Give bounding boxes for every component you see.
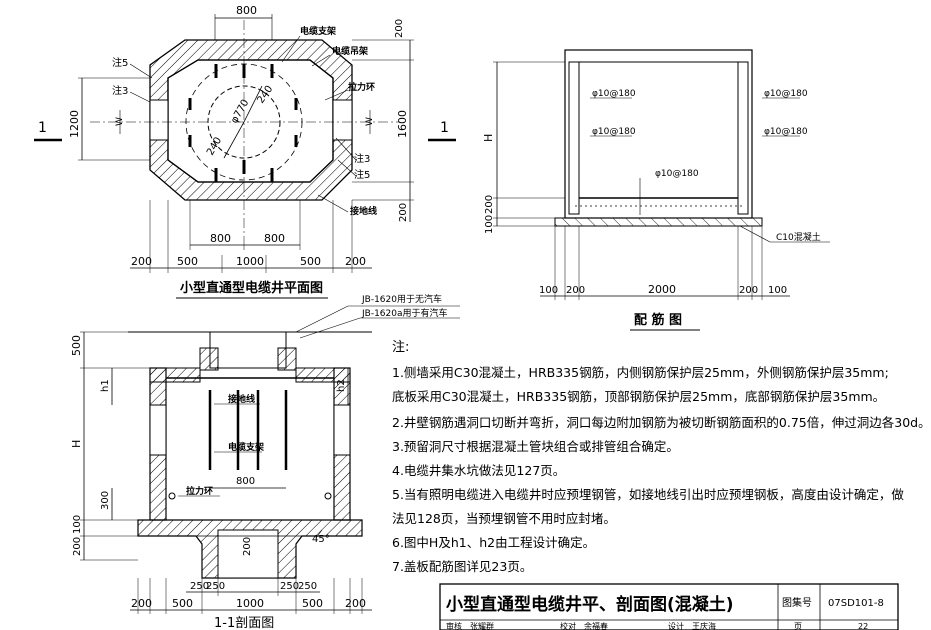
tb-design-label: 设计 [668,621,684,630]
section-dim-bottom-4: 500 [302,597,323,610]
plan-label-note3a: 注3 [112,84,128,97]
plan-label-note3b: 注3 [354,152,370,165]
note-6: 6.图中H及h1、h2由工程设计确定。 [392,535,596,550]
tb-page-label: 页 [794,622,802,630]
tb-designer: 王庆海 [692,621,716,630]
plan-label-pull-ring: 拉力环 [348,81,375,93]
plan-dim-bottom-1: 200 [131,255,152,268]
title-block-title: 小型直通型电缆井平、剖面图(混凝土) [446,594,734,615]
rebar-dim-bottom-4: 200 [739,285,758,296]
section-cover-b: JB-1620a用于有汽车 [361,307,448,319]
rebar-bar-3: φ10@180 [592,127,636,137]
rebar-bar-5: φ10@180 [655,169,699,179]
section-dim-250-4: 250 [298,581,317,592]
rebar-dim-100: 100 [484,215,495,234]
title-block-atlas-no: 07SD101-8 [828,598,884,609]
rebar-dim-bottom-5: 100 [768,285,787,296]
notes-heading: 注: [392,340,410,355]
plan-dim-right-200: 200 [398,203,409,222]
tb-reviewer: 张耀群 [470,621,494,630]
note-7: 7.盖板配筋图详见23页。 [392,559,533,574]
rebar-view [493,49,830,300]
section-dim-800: 800 [236,476,255,487]
section-dim-200: 200 [72,537,83,556]
note-1b: 底板采用C30混凝土，HRB335钢筋，顶部钢筋保护层25mm，底部钢筋保护层3… [392,389,886,404]
rebar-bar-4: φ10@180 [764,127,808,137]
plan-label-cable-hanger: 电缆吊架 [332,45,368,57]
tb-checker: 余福春 [584,621,608,630]
section-dim-100: 100 [72,515,83,534]
section-dim-250-3: 250 [280,581,299,592]
section-dim-250-2: 250 [206,581,225,592]
plan-label-r240a: 240 [255,84,275,106]
section-cover-a: JB-1620用于无汽车 [361,293,442,305]
plan-label-note5b: 注5 [354,168,370,181]
section-view [80,305,460,614]
plan-title: 小型直通型电缆井平面图 [180,280,323,296]
plan-label-ground-wire: 接地线 [350,205,377,217]
section-dim-h1: h1 [100,379,111,392]
plan-dim-inner-2: 800 [264,232,285,245]
plan-label-dia770: φ770 [229,98,251,126]
section-label-pull-ring: 拉力环 [186,485,213,497]
tb-page-no: 22 [858,622,868,630]
rebar-section-mark: 1 [440,120,449,136]
note-4: 4.电缆井集水坑做法见127页。 [392,463,566,478]
section-title: 1-1剖面图 [214,616,274,630]
plan-dim-bottom-5: 200 [345,255,366,268]
note-5b: 法见128页，当预埋钢管不用时应封堵。 [392,511,616,526]
plan-dim-left-1200: 1200 [68,110,81,138]
section-dim-bottom-5: 200 [345,597,366,610]
section-label-cable-bracket: 电缆支架 [228,441,264,453]
plan-dim-inner-1: 800 [210,232,231,245]
rebar-dim-bottom-2: 200 [566,285,585,296]
plan-label-cable-bracket: 电缆支架 [300,25,336,37]
plan-wall [149,39,353,201]
rebar-bar-1: φ10@180 [592,89,636,99]
plan-label-note5a: 注5 [112,56,128,69]
plan-dim-top-200: 200 [394,19,405,38]
rebar-dim-200: 200 [484,195,495,214]
section-dim-250-1: 250 [190,581,209,592]
section-angle: 45° [312,534,330,545]
plan-dim-top-800: 800 [236,4,257,17]
title-block [439,583,899,630]
section-dim-bottom-3: 1000 [236,597,264,610]
note-2: 2.井壁钢筋遇洞口切断并弯折，洞口每边附加钢筋为被切断钢筋面积的0.75倍，伸过… [392,415,931,430]
rebar-title: 配 筋 图 [634,312,682,328]
rebar-dim-h: H [482,134,495,142]
rebar-bar-2: φ10@180 [764,89,808,99]
plan-dim-bottom-4: 500 [300,255,321,268]
drawing-canvas: 800 200 1200 1600 200 800 800 200 500 10… [34,4,899,630]
section-label-ground-wire: 接地线 [228,393,255,405]
section-dim-h2: h2 [336,379,347,392]
tb-review-label: 审核 [446,621,462,630]
plan-dim-bottom-3: 1000 [236,255,264,268]
rebar-dim-bottom-3: 2000 [648,283,676,296]
rebar-dim-bottom-1: 100 [539,285,558,296]
section-dim-h: H [70,440,83,448]
plan-dim-bottom-2: 500 [177,255,198,268]
section-dim-v200: 200 [242,537,253,556]
plan-label-w-right: W [365,117,375,126]
rebar-label-concrete: C10混凝土 [776,231,821,243]
plan-label-r240b: 240 [205,135,224,157]
plan-label-w-left: W [115,117,125,126]
section-dim-300: 300 [100,491,111,510]
note-5: 5.当有照明电缆进入电缆井时应预埋钢管，如接地线引出时应预埋钢板，高度由设计确定… [392,487,904,502]
note-1: 1.侧墙采用C30混凝土，HRB335钢筋，内侧钢筋保护层25mm，外侧钢筋保护… [392,365,889,380]
tb-check-label: 校对 [560,621,576,630]
plan-dim-right-1600: 1600 [396,110,409,138]
plan-section-mark-left: 1 [38,120,47,136]
section-dim-bottom-2: 500 [172,597,193,610]
plan-view [34,14,456,273]
section-dim-bottom-1: 200 [131,597,152,610]
title-block-atlas-label: 图集号 [782,596,812,609]
section-dim-500: 500 [70,335,83,356]
note-3: 3.预留洞尺寸根据混凝土管块组合或排管组合确定。 [392,439,679,454]
